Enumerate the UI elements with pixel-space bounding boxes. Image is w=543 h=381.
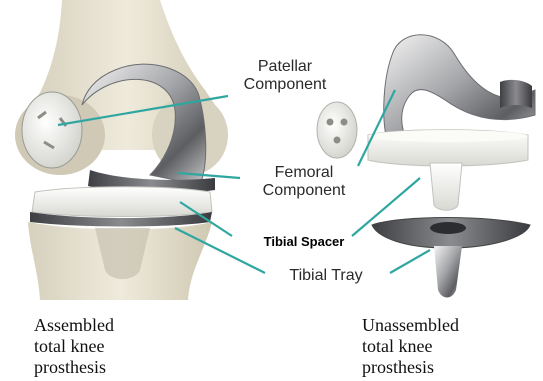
label-tibial-spacer: Tibial Spacer bbox=[236, 233, 372, 251]
caption-unassembled-line: total knee bbox=[362, 336, 459, 357]
caption-assembled: Assembled total knee prosthesis bbox=[34, 315, 114, 378]
label-femoral-line2: Component bbox=[263, 182, 346, 199]
assembled-knee bbox=[15, 0, 228, 300]
spacer-top-surface bbox=[368, 130, 528, 142]
patella-peg bbox=[341, 119, 348, 126]
patellar-component-unassembled bbox=[317, 102, 357, 158]
tibial-tray-stem bbox=[434, 246, 462, 298]
tibial-spacer-assembled bbox=[32, 187, 212, 217]
tibial-spacer-stem bbox=[430, 163, 462, 210]
caption-unassembled-line: Unassembled bbox=[362, 315, 459, 336]
label-femoral-component: Femoral Component bbox=[240, 164, 368, 200]
patellar-component-assembled bbox=[22, 92, 82, 168]
label-patellar-line1: Patellar bbox=[258, 58, 312, 75]
leader-line-tray-right bbox=[390, 250, 430, 273]
caption-assembled-line: total knee bbox=[34, 336, 114, 357]
label-femoral-line1: Femoral bbox=[275, 164, 334, 181]
patella-peg bbox=[327, 119, 334, 126]
caption-assembled-line: Assembled bbox=[34, 315, 114, 336]
tray-keel-hole bbox=[430, 222, 466, 234]
caption-assembled-line: prosthesis bbox=[34, 357, 114, 378]
label-patellar-component: Patellar Component bbox=[220, 58, 350, 94]
label-tibial-tray: Tibial Tray bbox=[262, 267, 390, 285]
femoral-posterior-condyle bbox=[500, 80, 532, 108]
label-patellar-line2: Component bbox=[244, 76, 327, 93]
caption-unassembled-line: prosthesis bbox=[362, 357, 459, 378]
patella-peg bbox=[334, 137, 341, 144]
caption-unassembled: Unassembled total knee prosthesis bbox=[362, 315, 459, 378]
